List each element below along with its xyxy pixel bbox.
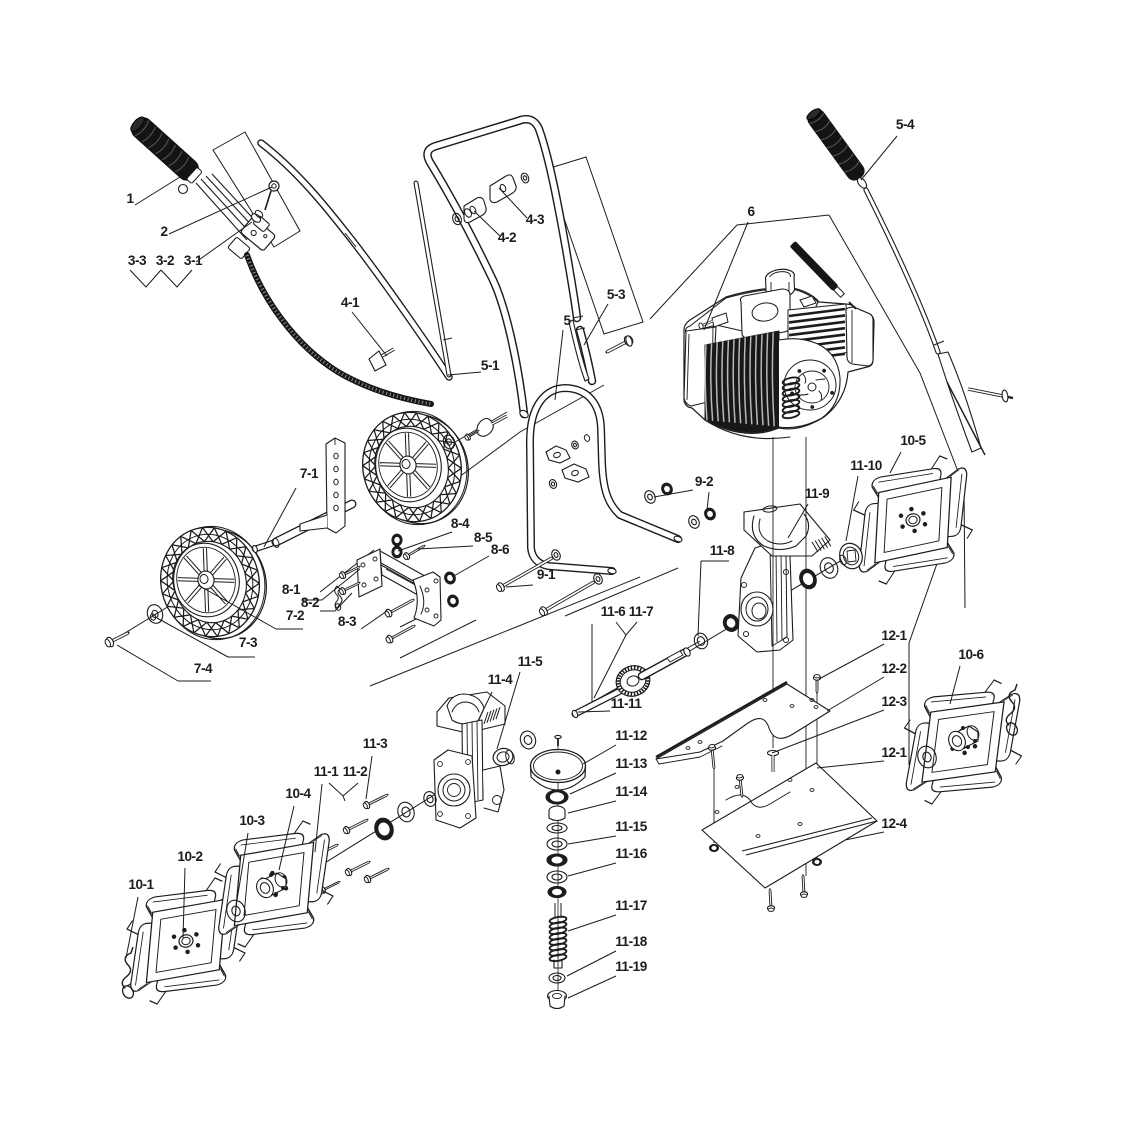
svg-text:4-1: 4-1 [341, 295, 360, 310]
svg-text:9-1: 9-1 [537, 567, 556, 582]
svg-text:4-2: 4-2 [498, 230, 517, 245]
svg-text:11-17: 11-17 [615, 898, 647, 913]
svg-text:1: 1 [126, 191, 134, 206]
svg-text:8-4: 8-4 [451, 516, 470, 531]
svg-text:3-1: 3-1 [184, 253, 203, 268]
svg-text:11-2: 11-2 [343, 764, 368, 779]
svg-text:11-13: 11-13 [615, 756, 647, 771]
svg-text:10-3: 10-3 [239, 813, 265, 828]
svg-text:12-3: 12-3 [881, 694, 907, 709]
svg-text:12-2: 12-2 [881, 661, 907, 676]
svg-text:11-18: 11-18 [615, 934, 647, 949]
svg-text:11-10: 11-10 [850, 458, 882, 473]
svg-text:11-11: 11-11 [611, 696, 643, 711]
svg-text:8-2: 8-2 [301, 595, 320, 610]
svg-text:11-16: 11-16 [615, 846, 647, 861]
svg-text:10-5: 10-5 [900, 433, 926, 448]
svg-text:11-3: 11-3 [363, 736, 388, 751]
svg-text:10-6: 10-6 [958, 647, 984, 662]
svg-text:5-1: 5-1 [481, 358, 500, 373]
svg-text:9-2: 9-2 [695, 474, 714, 489]
svg-text:8-1: 8-1 [282, 582, 301, 597]
svg-text:8-6: 8-6 [491, 542, 510, 557]
svg-text:12-4: 12-4 [881, 816, 907, 831]
svg-text:11-19: 11-19 [615, 959, 647, 974]
svg-text:3-2: 3-2 [156, 253, 175, 268]
svg-text:4-3: 4-3 [526, 212, 545, 227]
svg-text:12-1: 12-1 [881, 628, 907, 643]
svg-text:11-9: 11-9 [805, 486, 830, 501]
svg-text:8-5: 8-5 [474, 530, 493, 545]
svg-text:10-4: 10-4 [285, 786, 311, 801]
svg-text:7-2: 7-2 [286, 608, 305, 623]
svg-text:5-3: 5-3 [607, 287, 626, 302]
svg-text:11-8: 11-8 [710, 543, 735, 558]
svg-text:10-1: 10-1 [128, 877, 154, 892]
svg-text:11-6: 11-6 [601, 604, 626, 619]
svg-text:7-1: 7-1 [300, 466, 319, 481]
svg-text:11-1: 11-1 [314, 764, 339, 779]
svg-text:5: 5 [563, 313, 571, 328]
svg-text:3-3: 3-3 [128, 253, 147, 268]
svg-text:8-3: 8-3 [338, 614, 357, 629]
svg-text:11-5: 11-5 [518, 654, 543, 669]
svg-text:6: 6 [747, 204, 755, 219]
svg-text:7-3: 7-3 [239, 635, 258, 650]
svg-text:2: 2 [160, 224, 168, 239]
svg-text:10-2: 10-2 [177, 849, 203, 864]
svg-text:7-4: 7-4 [194, 661, 213, 676]
svg-text:11-12: 11-12 [615, 728, 647, 743]
svg-text:12-1: 12-1 [881, 745, 907, 760]
svg-text:5-4: 5-4 [896, 117, 915, 132]
svg-text:11-14: 11-14 [615, 784, 647, 799]
svg-text:11-15: 11-15 [615, 819, 647, 834]
svg-text:11-7: 11-7 [629, 604, 653, 619]
svg-text:11-4: 11-4 [488, 672, 513, 687]
